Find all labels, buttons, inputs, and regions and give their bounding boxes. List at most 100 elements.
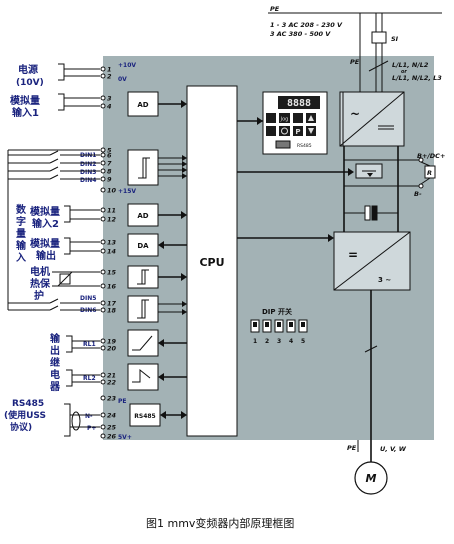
terminal-number: 9 — [107, 176, 112, 184]
terminal-19 — [100, 338, 106, 344]
terminal-21 — [100, 372, 106, 378]
terminal-number: 18 — [107, 307, 117, 315]
terminal-18 — [100, 307, 106, 313]
fuse-symbol — [371, 31, 387, 44]
panel-key-p — [293, 126, 303, 136]
analog-input1-label: 输入1 — [12, 106, 39, 119]
terminal-13 — [100, 239, 106, 245]
digital-input-label: 量 — [16, 227, 26, 240]
arrow-icon — [181, 211, 187, 219]
din3-switch — [49, 166, 59, 172]
terminal-5 — [100, 147, 106, 153]
terminal-6 — [100, 152, 106, 158]
dc-link-capacitor — [364, 205, 371, 221]
dip-switch-lever — [301, 322, 305, 327]
terminal-din3-label: DIN3 — [80, 169, 96, 176]
motor-protection-label: 护 — [34, 289, 44, 302]
terminal-p-plus: P+ — [87, 425, 96, 432]
inverter-diagonal — [333, 231, 411, 291]
up-arrow-icon — [308, 115, 314, 121]
terminal-5v: 5V+ — [118, 434, 132, 441]
terminal-23 — [100, 395, 106, 401]
arrow-icon — [158, 373, 164, 381]
schmitt-symbol — [140, 158, 147, 179]
arrow-icon — [181, 411, 187, 419]
arrow-icon — [182, 155, 187, 161]
motor-symbol — [354, 461, 388, 495]
analog-input1-label: 模拟量 — [10, 94, 40, 107]
arrow-icon — [182, 161, 187, 167]
ad-block-2-label: AD — [137, 212, 148, 220]
ptc-schmitt-block — [127, 265, 159, 289]
terminal-0v: 0V — [118, 76, 127, 83]
terminal-2 — [100, 73, 106, 79]
switch-label: SI — [391, 35, 399, 43]
terminal-n-minus: N- — [85, 413, 93, 420]
power-voltage-label: (10V) — [16, 78, 44, 88]
terminal-din2-label: DIN2 — [80, 161, 96, 168]
terminal-din5-label: DIN5 — [80, 295, 96, 302]
motor-label: M — [366, 472, 377, 485]
terminal-rl1-label: RL1 — [83, 341, 96, 348]
terminal-number: 4 — [107, 103, 112, 111]
rs485-label: 协议) — [10, 421, 32, 433]
dip-switch-lever — [277, 322, 281, 327]
relay-output-label: 输 — [50, 332, 61, 345]
schmitt-symbol — [139, 300, 146, 319]
inverter-3ac-label: 3 ~ — [378, 276, 391, 284]
output-pe-label: PE — [347, 444, 357, 452]
relay-output-label: 出 — [50, 344, 60, 357]
relay1-contact — [132, 335, 153, 351]
terminal-number: 20 — [107, 345, 117, 353]
terminal-rl2-label: RL2 — [83, 375, 96, 382]
arrow-icon — [182, 173, 187, 179]
terminal-1 — [100, 66, 106, 72]
terminal-number: 2 — [107, 73, 112, 81]
terminal-number: 16 — [107, 283, 117, 291]
digital-input-label: 数 — [16, 203, 27, 216]
inner-pe-label: PE — [350, 58, 360, 66]
supply-voltage-line2: 3 AC 380 - 500 V — [270, 30, 331, 38]
panel-key-3 — [293, 113, 303, 123]
terminal-24 — [100, 412, 106, 418]
motor-protection-label: 热保 — [30, 277, 51, 290]
relay2-contact — [132, 368, 151, 383]
terminal-16 — [100, 283, 106, 289]
terminal-3 — [100, 95, 106, 101]
dip-number: 5 — [301, 338, 305, 345]
terminal-8 — [100, 168, 106, 174]
din5-switch — [49, 298, 59, 304]
terminal-10 — [100, 187, 106, 193]
terminal-number: 12 — [107, 216, 117, 224]
b-plus-terminal — [418, 157, 424, 163]
terminal-number: 21 — [107, 372, 116, 380]
panel-key-jog — [279, 113, 290, 123]
analog-output-label: 输出 — [36, 249, 56, 262]
terminal-number: 8 — [107, 168, 112, 176]
arrow-icon — [182, 167, 187, 173]
ain1-bracket — [58, 93, 65, 111]
ptc-slash — [57, 271, 73, 287]
arrow-icon — [158, 241, 164, 249]
relay-output-label: 电 — [50, 368, 60, 381]
arrow-icon — [181, 100, 187, 108]
panel-display — [278, 96, 320, 109]
terminal-number: 22 — [107, 379, 117, 387]
panel-key-5 — [266, 126, 276, 136]
dc-link-capacitor — [371, 205, 378, 221]
terminal-7 — [100, 160, 106, 166]
b-minus-terminal — [418, 183, 424, 189]
terminal-plus10v: +10V — [118, 62, 136, 69]
b-minus-label: B- — [414, 190, 422, 198]
din1-switch — [49, 150, 59, 156]
terminal-22 — [100, 379, 106, 385]
rs485-bracket — [64, 403, 71, 437]
terminal-number: 13 — [107, 239, 117, 247]
panel-key-stop — [279, 126, 290, 136]
terminal-number: 25 — [107, 424, 117, 432]
ad-block-1-label: AD — [137, 101, 148, 109]
supply-voltage-line1: 1 - 3 AC 208 - 230 V — [270, 21, 343, 29]
relay2-block — [127, 363, 159, 391]
terminal-number: 14 — [107, 248, 117, 256]
